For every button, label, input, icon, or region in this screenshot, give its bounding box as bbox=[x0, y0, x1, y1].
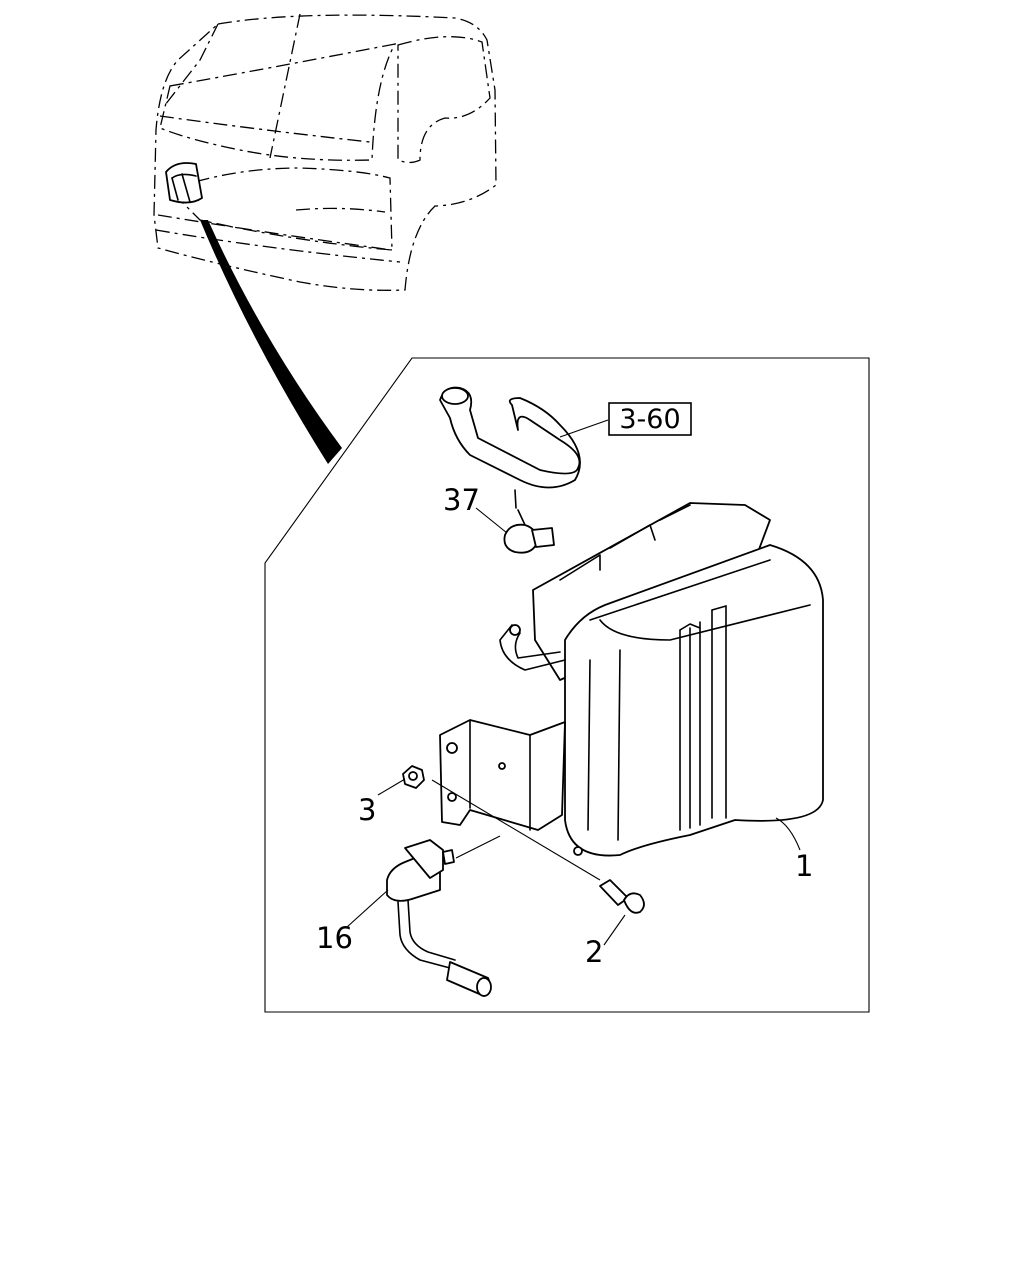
nut bbox=[402, 765, 425, 789]
assembly-lines bbox=[431, 779, 601, 881]
level-sensor bbox=[386, 839, 492, 997]
callout-1: 1 bbox=[795, 849, 813, 883]
callout-37: 37 bbox=[443, 483, 480, 517]
hose bbox=[439, 386, 581, 489]
reference-box-label: 3-60 bbox=[619, 404, 680, 435]
detail-frame bbox=[264, 357, 870, 1013]
hose-clamp bbox=[503, 489, 555, 554]
reference-box bbox=[608, 402, 692, 436]
truck-cab-overview bbox=[153, 13, 497, 291]
callout-3: 3 bbox=[358, 793, 376, 827]
reservoir-tank bbox=[499, 502, 824, 857]
bolt bbox=[599, 879, 645, 914]
callout-2: 2 bbox=[585, 935, 603, 969]
callout-16: 16 bbox=[316, 921, 353, 955]
leader-lines bbox=[346, 419, 801, 946]
mounting-bracket bbox=[439, 719, 566, 831]
detail-pointer bbox=[200, 220, 342, 464]
